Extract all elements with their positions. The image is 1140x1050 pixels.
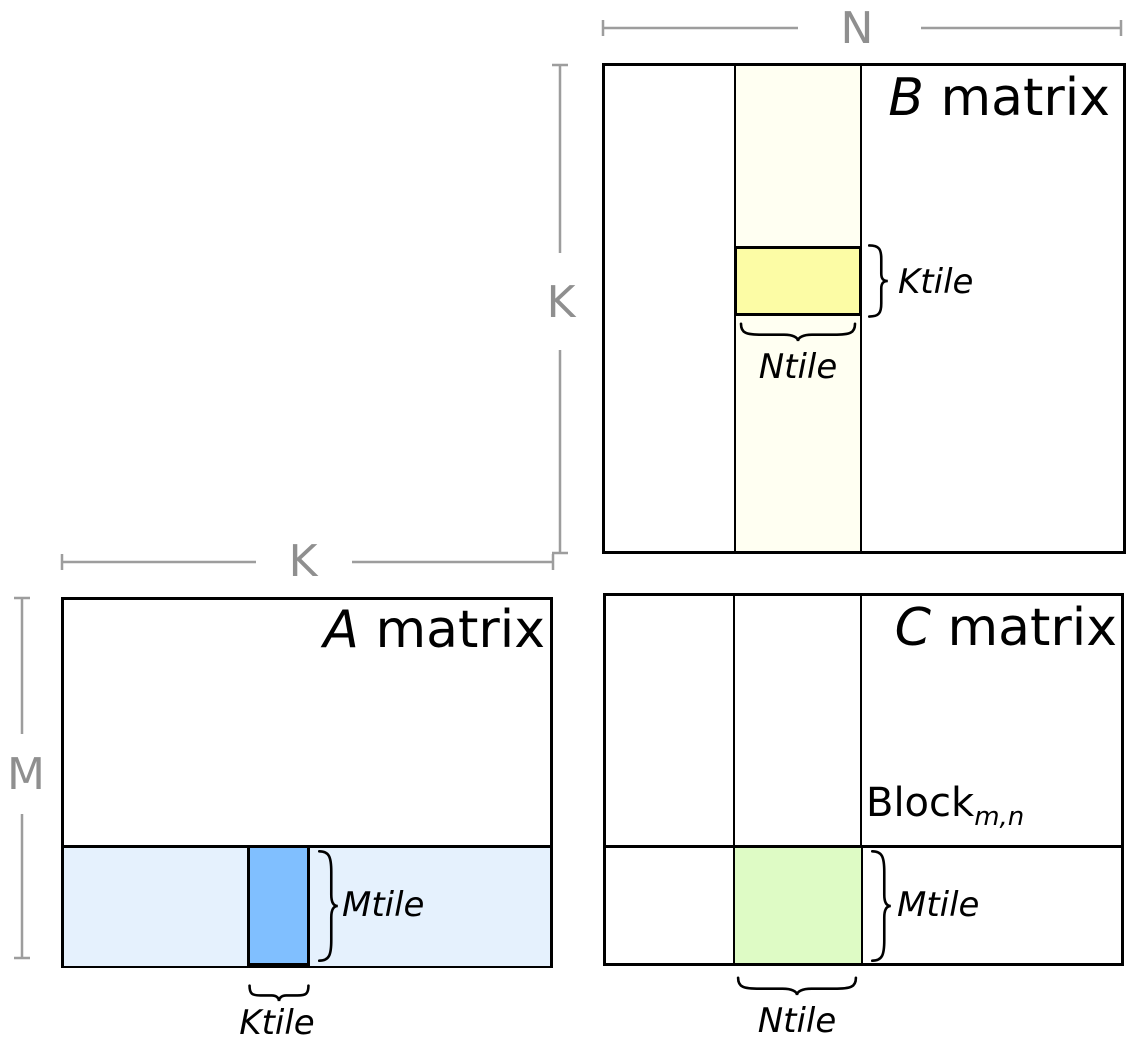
c-mtile-label: Mtile [897, 885, 980, 925]
a-ktile-label: Ktile [239, 1003, 315, 1043]
c-matrix-word: matrix [947, 598, 1117, 658]
c-tile-rect [733, 848, 863, 963]
a-matrix-word: matrix [375, 600, 545, 660]
b-ktile-label: Ktile [898, 262, 974, 302]
c-matrix-rect [603, 593, 1124, 966]
b-ktile-rect [734, 246, 862, 316]
n-dimension-label: N [840, 3, 874, 54]
k-dimension-label-b: K [546, 277, 576, 328]
b-ntile-brace [739, 322, 857, 342]
c-band-top-line [606, 845, 1121, 848]
c-matrix-letter: C [894, 598, 931, 658]
c-matrix-title: C matrix [807, 601, 1117, 656]
c-ntile-label: Ntile [757, 1001, 837, 1041]
c-block-subscript: m,n [974, 802, 1025, 832]
b-ktile-brace [867, 244, 890, 318]
b-ntile-label: Ntile [758, 347, 838, 387]
k-dimension-line-b [552, 63, 568, 555]
c-mtile-brace [870, 849, 893, 963]
c-strip-right-line [860, 596, 862, 845]
n-dimension-line [601, 20, 1123, 36]
c-ntile-brace [736, 976, 858, 996]
a-ktile-brace [248, 984, 310, 1002]
k-dimension-line-a [60, 554, 555, 570]
a-matrix-letter: A [323, 600, 359, 660]
k-dimension-label-a: K [288, 536, 318, 587]
c-block-base: Block [866, 780, 975, 826]
c-strip-left-line [733, 596, 735, 845]
a-matrix-title: A matrix [235, 603, 545, 658]
c-block-label: Blockm,n [866, 783, 1024, 830]
m-dimension-label: M [7, 749, 45, 800]
a-mtile-label: Mtile [342, 885, 425, 925]
b-matrix-word: matrix [940, 68, 1110, 128]
m-dimension-line [14, 596, 30, 960]
a-tile-rect [247, 845, 310, 966]
b-matrix-letter: B [888, 68, 924, 128]
a-mtile-brace [317, 849, 340, 963]
b-matrix-rect [602, 63, 1126, 554]
b-matrix-title: B matrix [800, 71, 1110, 126]
